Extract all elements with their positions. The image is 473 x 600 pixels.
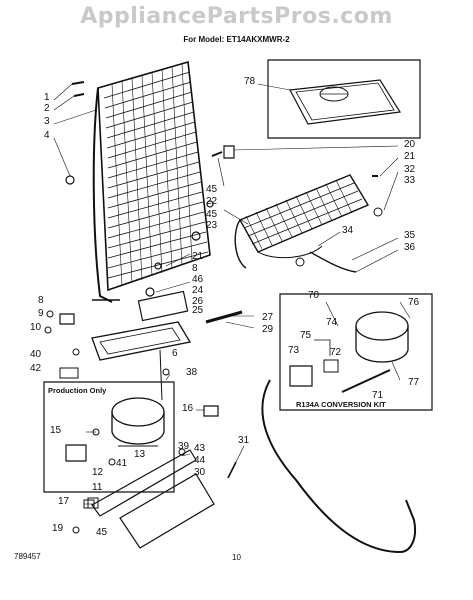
part-label-4: 4 bbox=[44, 130, 50, 141]
drain-pan bbox=[92, 291, 190, 400]
part-label-72: 72 bbox=[330, 347, 342, 358]
part-label-10: 10 bbox=[30, 322, 42, 333]
part-label-73: 73 bbox=[288, 345, 300, 356]
part-label-13: 13 bbox=[134, 449, 146, 460]
part-label-35: 35 bbox=[404, 230, 416, 241]
part-label-39: 39 bbox=[178, 441, 190, 452]
conversion-kit-box bbox=[280, 294, 432, 410]
part-label-75: 75 bbox=[300, 330, 312, 341]
part-label-19: 19 bbox=[52, 523, 64, 534]
part-label-20: 20 bbox=[404, 139, 416, 150]
part-label-34: 34 bbox=[342, 225, 354, 236]
part-label-45-lower: 45 bbox=[96, 527, 108, 538]
part-label-6: 6 bbox=[172, 348, 178, 359]
part-label-74: 74 bbox=[326, 317, 338, 328]
part-label-70: 70 bbox=[308, 290, 320, 301]
condenser-coil bbox=[92, 62, 210, 302]
kit-compressor bbox=[356, 312, 408, 362]
part-label-27: 27 bbox=[262, 312, 274, 323]
part-label-29: 29 bbox=[262, 324, 274, 335]
conversion-kit-label: R134A CONVERSION KIT bbox=[296, 400, 386, 409]
part-label-21-lower: 21 bbox=[192, 251, 204, 262]
tube-31 bbox=[262, 380, 415, 552]
part-label-31: 31 bbox=[238, 435, 250, 446]
compressor bbox=[112, 398, 164, 446]
part-label-21-upper: 21 bbox=[404, 151, 416, 162]
part-label-24: 24 bbox=[192, 285, 204, 296]
part-label-15: 15 bbox=[50, 425, 62, 436]
part-label-9: 9 bbox=[38, 308, 44, 319]
part-label-16: 16 bbox=[182, 403, 194, 414]
hardware-screws bbox=[45, 82, 382, 533]
document-code: 789457 bbox=[14, 552, 41, 561]
part-label-38: 38 bbox=[186, 367, 198, 378]
evaporator-coil bbox=[235, 175, 368, 268]
model-line: For Model: ET14AKXMWR-2 bbox=[183, 35, 290, 44]
part-label-30: 30 bbox=[194, 467, 206, 478]
part-label-33: 33 bbox=[404, 175, 416, 186]
part-label-3: 3 bbox=[44, 116, 50, 127]
part-label-26: 26 bbox=[192, 296, 204, 307]
part-label-76: 76 bbox=[408, 297, 420, 308]
part-label-45-middle: 45 bbox=[206, 209, 218, 220]
ice-tray-box bbox=[268, 60, 420, 138]
part-label-12: 12 bbox=[92, 467, 104, 478]
page-number: 10 bbox=[232, 553, 241, 562]
production-only-box bbox=[44, 382, 174, 492]
part-label-78: 78 bbox=[244, 76, 256, 87]
part-label-71: 71 bbox=[372, 390, 384, 401]
part-label-25: 25 bbox=[192, 305, 204, 316]
part-label-44: 44 bbox=[194, 455, 206, 466]
part-label-32: 32 bbox=[404, 164, 416, 175]
production-only-label: Production Only bbox=[48, 386, 107, 395]
part-label-11: 11 bbox=[92, 482, 103, 493]
part-label-36: 36 bbox=[404, 242, 416, 253]
leader-lines bbox=[54, 84, 410, 504]
part-label-77: 77 bbox=[408, 377, 420, 388]
part-label-23: 23 bbox=[206, 220, 218, 231]
part-label-41: 41 bbox=[116, 458, 128, 469]
part-label-43: 43 bbox=[194, 443, 206, 454]
part-label-2: 2 bbox=[44, 103, 50, 114]
part-label-17: 17 bbox=[58, 496, 70, 507]
part-label-42: 42 bbox=[30, 363, 42, 374]
part-label-8-lower: 8 bbox=[38, 295, 44, 306]
part-label-1: 1 bbox=[44, 92, 50, 103]
part-label-22: 22 bbox=[206, 196, 218, 207]
part-label-8-upper: 8 bbox=[192, 263, 198, 274]
part-label-40: 40 bbox=[30, 349, 42, 360]
part-label-46: 46 bbox=[192, 274, 204, 285]
site-watermark: AppliancePartsPros.com bbox=[80, 4, 393, 29]
part-label-45-upper: 45 bbox=[206, 184, 218, 195]
